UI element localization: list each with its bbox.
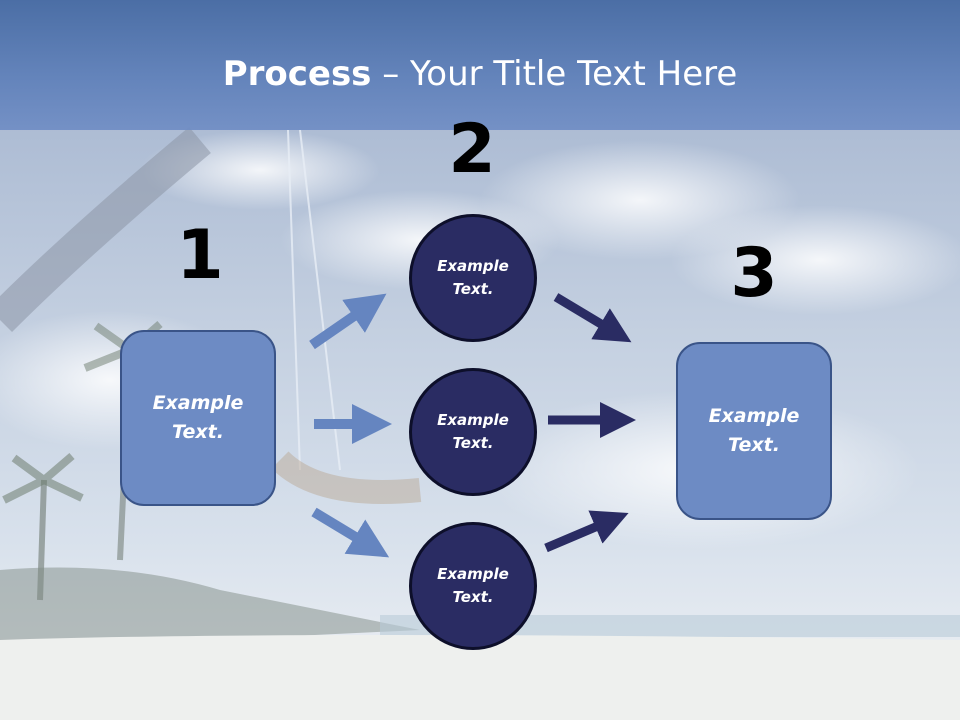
title-band — [0, 0, 960, 130]
left-box-line2: Text. — [172, 421, 224, 443]
slide-title: Process – Your Title Text Here — [0, 52, 960, 96]
arrow-bottom-to-right — [544, 510, 629, 553]
arrow-left-to-top — [309, 293, 387, 350]
title-rest: – Your Title Text Here — [371, 54, 738, 94]
right-box-line1: Example — [708, 405, 800, 427]
circle-bottom-line1: Example — [437, 565, 509, 583]
right-box-line2: Text. — [728, 434, 780, 456]
circle-bottom-line2: Text. — [452, 588, 494, 606]
circle-middle-line1: Example — [437, 411, 509, 429]
step-number-3: 3 — [730, 234, 778, 313]
title-bold: Process — [222, 54, 372, 94]
step-number-2: 2 — [448, 110, 496, 189]
circle-middle-line2: Text. — [452, 434, 494, 452]
left-box-line1: Example — [152, 392, 244, 414]
step-number-1: 1 — [176, 216, 224, 295]
arrow-left-to-bottom — [311, 507, 390, 558]
circle-top-line2: Text. — [452, 280, 494, 298]
circle-top-line1: Example — [437, 257, 509, 275]
arrow-top-to-right — [553, 293, 632, 343]
